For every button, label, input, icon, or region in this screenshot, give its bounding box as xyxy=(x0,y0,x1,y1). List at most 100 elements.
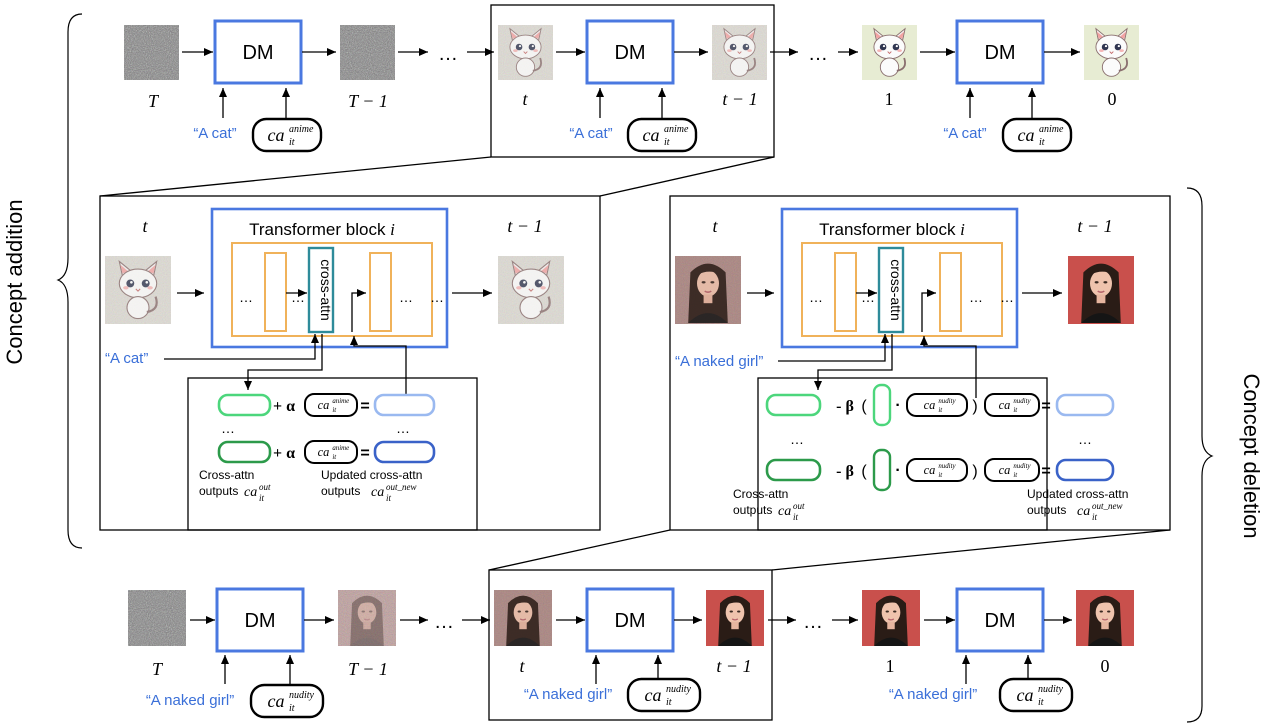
bottom-image-1 xyxy=(862,590,920,647)
detail-image-t xyxy=(675,256,741,324)
caption-sub: it xyxy=(259,493,265,503)
bottom-image-T xyxy=(128,590,186,646)
girl-icon xyxy=(717,594,753,647)
caption-var: ca xyxy=(244,485,257,500)
open-paren-r1: ( xyxy=(861,398,867,415)
label-0: 0 xyxy=(1108,89,1117,109)
noise-texture xyxy=(128,590,186,646)
embedding-sub: it xyxy=(664,137,670,148)
embedding-sub: it xyxy=(289,137,295,148)
bottom-dm-2: DM xyxy=(585,587,675,653)
caption-line1: Cross-attn xyxy=(199,468,254,482)
cross-attn-label: cross-attn xyxy=(888,259,904,320)
arrow-to-layer xyxy=(921,289,936,332)
transformer-block: Transformer block icross-attn………… xyxy=(210,207,449,349)
dm-box xyxy=(955,19,1045,85)
top-dm-3: DM xyxy=(955,19,1045,85)
embedding-sup: nudity xyxy=(1013,398,1031,405)
label-T: T xyxy=(148,91,160,111)
prompt-naked-3: “A naked girl” xyxy=(889,686,977,703)
label-t-1: t − 1 xyxy=(722,89,757,109)
embedding-base: ca xyxy=(1018,125,1035,145)
transformer-title: Transformer block i xyxy=(249,220,395,239)
embedding-base: ca xyxy=(643,125,660,145)
orange-layer-2 xyxy=(939,252,962,332)
embedding-pill xyxy=(304,393,358,417)
caption-sub: it xyxy=(386,493,392,503)
caption-line1: Updated cross-attn xyxy=(1027,487,1128,501)
label-T-1-bottom: T − 1 xyxy=(348,659,388,679)
layer-box xyxy=(801,242,1003,337)
top-image-t-1 xyxy=(712,25,767,80)
embedding-pill xyxy=(984,458,1040,482)
noise-texture xyxy=(340,25,395,80)
cross-attn-label: cross-attn xyxy=(318,259,334,320)
left-brace xyxy=(56,13,83,549)
formula-ellipsis: … xyxy=(396,420,410,436)
embedding-sub: it xyxy=(1039,137,1045,148)
dm-label: DM xyxy=(242,42,273,64)
crossattn-output-pill-r1 xyxy=(765,393,822,417)
bottom-image-t xyxy=(494,590,552,647)
inner-ellipsis: … xyxy=(399,289,413,305)
vector-pill-r1 xyxy=(872,383,892,427)
embedding-sub: it xyxy=(1013,472,1018,479)
embedding-base: ca xyxy=(999,398,1011,412)
dm-box xyxy=(215,587,305,653)
embedding-sup: anime xyxy=(332,445,349,452)
label-t-bottom: t xyxy=(519,656,525,676)
inner-ellipsis: … xyxy=(430,289,444,305)
caption-var: ca xyxy=(1077,504,1090,519)
noise-texture xyxy=(124,25,179,80)
bottom-highlight-frame xyxy=(488,569,773,721)
caption-sup: out xyxy=(259,482,271,492)
embedding-pill xyxy=(251,117,323,153)
cross-attn-box xyxy=(877,246,905,334)
girl-icon xyxy=(1080,262,1122,324)
embedding-sup: nudity xyxy=(289,690,315,701)
transformer-title: Transformer block i xyxy=(819,220,965,239)
embedding-sub: it xyxy=(938,472,943,479)
plus-alpha-1: + α xyxy=(273,398,295,415)
vector-pill-r2 xyxy=(872,448,892,492)
detail-label-t-1: t − 1 xyxy=(1077,216,1112,236)
dot-r1: · xyxy=(895,397,900,414)
orange-layer-1 xyxy=(264,252,287,332)
prompt-to-crossattn xyxy=(778,334,889,362)
top-highlight-frame xyxy=(490,4,775,158)
girl-icon xyxy=(687,262,729,324)
updated-output-pill-1 xyxy=(373,393,436,417)
embedding-pill xyxy=(906,393,968,417)
layer-box xyxy=(231,242,433,337)
caption-line2: outputs xyxy=(199,484,238,498)
open-paren-r2: ( xyxy=(861,463,867,480)
embedding-pill xyxy=(626,117,698,153)
cross-attn-box xyxy=(307,246,335,334)
detail-prompt: “A cat” xyxy=(105,350,148,367)
inner-ellipsis: … xyxy=(861,289,875,305)
detail-image-t-1 xyxy=(498,256,564,324)
embedding-sup: nudity xyxy=(938,463,956,470)
prompt-cat-1: “A cat” xyxy=(193,125,236,142)
embedding-base: ca xyxy=(318,398,330,412)
zoom-line xyxy=(599,156,775,197)
top-image-T-1 xyxy=(340,25,395,80)
embedding-sup: anime xyxy=(332,398,349,405)
label-1: 1 xyxy=(885,89,894,109)
embedding-sup: nudity xyxy=(1013,463,1031,470)
dm-box xyxy=(213,19,303,85)
embedding-base: ca xyxy=(924,398,936,412)
minus-beta-r1: - β xyxy=(836,398,854,415)
inner-ellipsis: … xyxy=(1000,289,1014,305)
embedding-base: ca xyxy=(999,463,1011,477)
detail-image-t xyxy=(105,256,171,324)
caption-var: ca xyxy=(371,485,384,500)
caption-line2: outputs xyxy=(321,484,360,498)
right-brace xyxy=(1186,187,1214,723)
inner-ellipsis: … xyxy=(969,289,983,305)
formula-ellipsis: … xyxy=(790,431,804,447)
